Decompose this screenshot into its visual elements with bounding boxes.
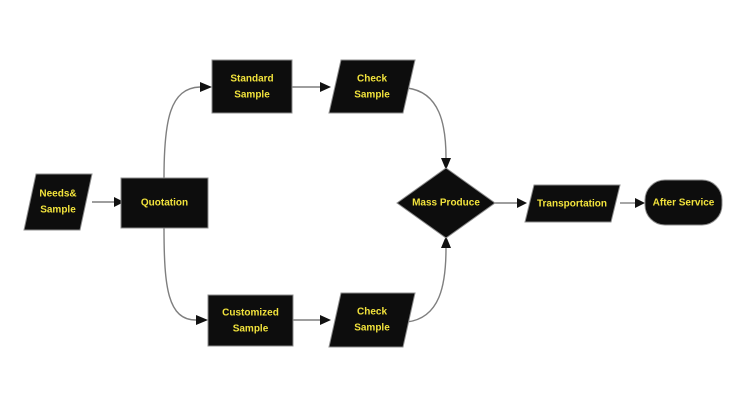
node-customized-sample[interactable]: Customized Sample bbox=[207, 294, 294, 347]
rectangle-shape bbox=[207, 294, 294, 347]
node-check-sample-bottom[interactable]: Check Sample bbox=[328, 292, 416, 348]
edge-needs-to-quotation bbox=[92, 197, 124, 207]
node-standard-sample[interactable]: Standard Sample bbox=[211, 59, 293, 114]
node-label-line2: Sample bbox=[233, 324, 269, 335]
parallelogram-shape bbox=[23, 173, 93, 231]
edge-customized-to-check-bottom bbox=[293, 315, 331, 325]
node-label-line1: Needs& bbox=[39, 189, 76, 200]
parallelogram-shape bbox=[524, 184, 621, 223]
node-label-line1: Mass Produce bbox=[412, 198, 480, 209]
node-label-line2: Sample bbox=[354, 90, 390, 101]
node-label-line1: Customized bbox=[222, 308, 279, 319]
arrow-head-icon bbox=[517, 198, 527, 208]
connector-layer bbox=[92, 82, 645, 325]
stadium-shape bbox=[644, 179, 723, 226]
arrow-head-icon bbox=[635, 198, 645, 208]
edge-quotation-to-standard bbox=[163, 82, 212, 179]
arrow-head-icon bbox=[196, 315, 208, 325]
diamond-shape bbox=[396, 167, 496, 239]
node-label-line1: Quotation bbox=[141, 198, 188, 209]
node-needs-sample[interactable]: Needs& Sample bbox=[23, 173, 93, 231]
arrow-head-icon bbox=[200, 82, 212, 92]
edge-line bbox=[163, 227, 197, 321]
node-check-sample-top[interactable]: Check Sample bbox=[328, 59, 416, 114]
node-label-line2: Sample bbox=[354, 323, 390, 334]
arrow-head-icon bbox=[441, 158, 451, 170]
edge-check-top-to-mass bbox=[406, 87, 451, 170]
edge-check-bottom-to-mass bbox=[406, 236, 451, 323]
arrow-head-icon bbox=[320, 315, 331, 325]
node-label-line1: Standard bbox=[230, 74, 273, 85]
node-label-line2: Sample bbox=[234, 90, 270, 101]
arrow-head-icon bbox=[320, 82, 331, 92]
edge-line bbox=[406, 87, 447, 159]
edge-transportation-to-after-service bbox=[620, 198, 645, 208]
rectangle-shape bbox=[120, 177, 209, 229]
node-label-line1: After Service bbox=[653, 198, 715, 209]
node-transportation[interactable]: Transportation bbox=[524, 184, 621, 223]
rectangle-shape bbox=[211, 59, 293, 114]
parallelogram-shape bbox=[328, 59, 416, 114]
node-label-line1: Transportation bbox=[537, 199, 607, 210]
edge-quotation-to-customized bbox=[163, 227, 208, 325]
node-after-service[interactable]: After Service bbox=[644, 179, 723, 226]
arrow-head-icon bbox=[114, 197, 124, 207]
node-label-line1: Check bbox=[357, 74, 387, 85]
node-label-line1: Check bbox=[357, 307, 387, 318]
edge-line bbox=[406, 247, 447, 323]
node-label-line2: Sample bbox=[40, 205, 76, 216]
node-mass-produce[interactable]: Mass Produce bbox=[396, 167, 496, 239]
parallelogram-shape bbox=[328, 292, 416, 348]
edge-standard-to-check-top bbox=[292, 82, 331, 92]
node-quotation[interactable]: Quotation bbox=[120, 177, 209, 229]
arrow-head-icon bbox=[441, 236, 451, 248]
edge-mass-to-transportation bbox=[495, 198, 527, 208]
edge-line bbox=[163, 86, 201, 179]
